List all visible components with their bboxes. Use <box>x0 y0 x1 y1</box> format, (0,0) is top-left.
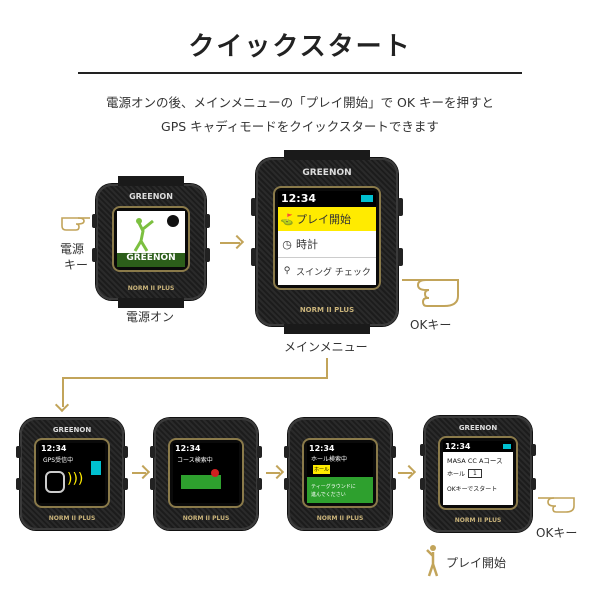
watch-hole-search: 12:34 ホール検索中 ホール ティーグラウンドに 進んでください NORM … <box>284 418 396 530</box>
start-screen: 12:34 MASA CC Aコース ホール 1 OKキーでスタート <box>443 441 513 505</box>
main-menu-screen: 12:34 ⛳ プレイ開始 ◷ 時計 ⚲ スイング チェック <box>278 191 376 285</box>
watch-power-on: GREENON GREENON NORM II PLUS <box>92 176 210 308</box>
hole-label: ホール <box>447 471 466 478</box>
power-on-caption: 電源オン <box>126 310 175 324</box>
connector-line <box>62 377 328 379</box>
play-start-label: プレイ開始 <box>446 556 507 570</box>
ok-key-label: OKキー <box>410 318 452 332</box>
swing-icon: ⚲ <box>283 266 291 276</box>
status-text: GPS受信中 <box>43 457 74 464</box>
clock-time: 12:34 <box>41 444 67 453</box>
course-map-icon <box>181 475 221 489</box>
watch-main-menu: GREENON 12:34 ⛳ プレイ開始 ◷ 時計 ⚲ スイング チェック N… <box>251 150 403 334</box>
watch-model: NORM II PLUS <box>48 515 96 522</box>
watch-logo: GREENON <box>52 426 92 434</box>
connector-line <box>326 358 328 378</box>
start-instruction: OKキーでスタート <box>447 486 498 493</box>
main-menu-caption: メインメニュー <box>284 340 368 354</box>
hand-pointer-icon <box>536 490 576 518</box>
satellite-icon <box>91 461 101 475</box>
battery-icon <box>361 195 373 202</box>
hole-search-screen: 12:34 ホール検索中 ホール ティーグラウンドに 進んでください <box>307 443 373 503</box>
note-line-2: 進んでください <box>311 492 346 498</box>
description-line-2: GPS キャディモードをクイックスタートできます <box>161 119 439 134</box>
power-key-label-2: キー <box>64 258 89 272</box>
clock-time: 12:34 <box>309 444 335 453</box>
watch-logo: GREENON <box>302 168 352 178</box>
flag-icon <box>211 469 219 477</box>
watch-model: NORM II PLUS <box>316 515 364 522</box>
title-divider <box>78 72 522 74</box>
menu-item-label: 時計 <box>296 238 318 251</box>
signal-icon: ))) <box>67 471 84 487</box>
course-search-screen: 12:34 コース検索中 <box>173 443 239 503</box>
arrow-right-icon <box>132 472 146 474</box>
page-title: クイックスタート <box>188 32 412 62</box>
arrow-down-icon <box>54 397 70 413</box>
watch-icon <box>45 471 65 493</box>
status-text: コース検索中 <box>177 457 213 464</box>
clock-time: 12:34 <box>281 192 317 205</box>
arrow-right-icon <box>220 242 240 244</box>
arrow-right-icon <box>266 472 280 474</box>
golfer-icon <box>424 544 442 578</box>
watch-model: NORM II PLUS <box>299 306 355 314</box>
note-line-1: ティーグラウンドに <box>311 484 356 490</box>
menu-item-label: プレイ開始 <box>296 213 351 226</box>
gps-screen: 12:34 GPS受信中 ))) <box>39 443 105 503</box>
watch-gps: GREENON 12:34 GPS受信中 ))) NORM II PLUS <box>16 418 128 530</box>
clock-time: 12:34 <box>445 442 471 451</box>
status-text: ホール検索中 <box>311 456 348 463</box>
watch-screen: GREENON <box>117 211 185 267</box>
arrow-right-icon <box>398 472 412 474</box>
watch-start: GREENON 12:34 MASA CC Aコース ホール 1 OKキーでスタ… <box>420 416 536 532</box>
watch-model: NORM II PLUS <box>454 517 502 524</box>
hole-sign: ホール <box>313 465 331 474</box>
description-line-1: 電源オンの後、メインメニューの「プレイ開始」で OK キーを押すと <box>105 95 495 110</box>
tee-ground-icon <box>307 477 373 503</box>
clock-time: 12:34 <box>175 444 201 453</box>
connector-line <box>62 377 64 407</box>
course-name: MASA CC Aコース <box>447 457 503 465</box>
watch-model: NORM II PLUS <box>182 515 230 522</box>
golfer-icon: ⛳ <box>280 212 294 226</box>
golfer-icon <box>117 215 185 267</box>
watch-logo: GREENON <box>458 424 498 432</box>
ok-key-label: OKキー <box>536 526 578 540</box>
screen-logo: GREENON <box>126 253 176 263</box>
power-key-label: 電源 <box>60 242 85 256</box>
battery-icon <box>503 444 511 449</box>
menu-item-play[interactable]: ⛳ プレイ開始 <box>278 207 376 231</box>
hole-value: 1 <box>468 469 482 478</box>
watch-logo: GREENON <box>129 192 173 201</box>
menu-item-swing[interactable]: ⚲ スイング チェック <box>278 258 376 284</box>
clock-icon: ◷ <box>282 237 292 251</box>
watch-model: NORM II PLUS <box>127 285 175 292</box>
watch-course-search: 12:34 コース検索中 NORM II PLUS <box>150 418 262 530</box>
hand-pointer-icon <box>60 208 94 234</box>
menu-item-clock[interactable]: ◷ 時計 <box>278 231 376 258</box>
hand-pointer-icon <box>398 264 460 308</box>
menu-item-label: スイング チェック <box>296 267 371 278</box>
